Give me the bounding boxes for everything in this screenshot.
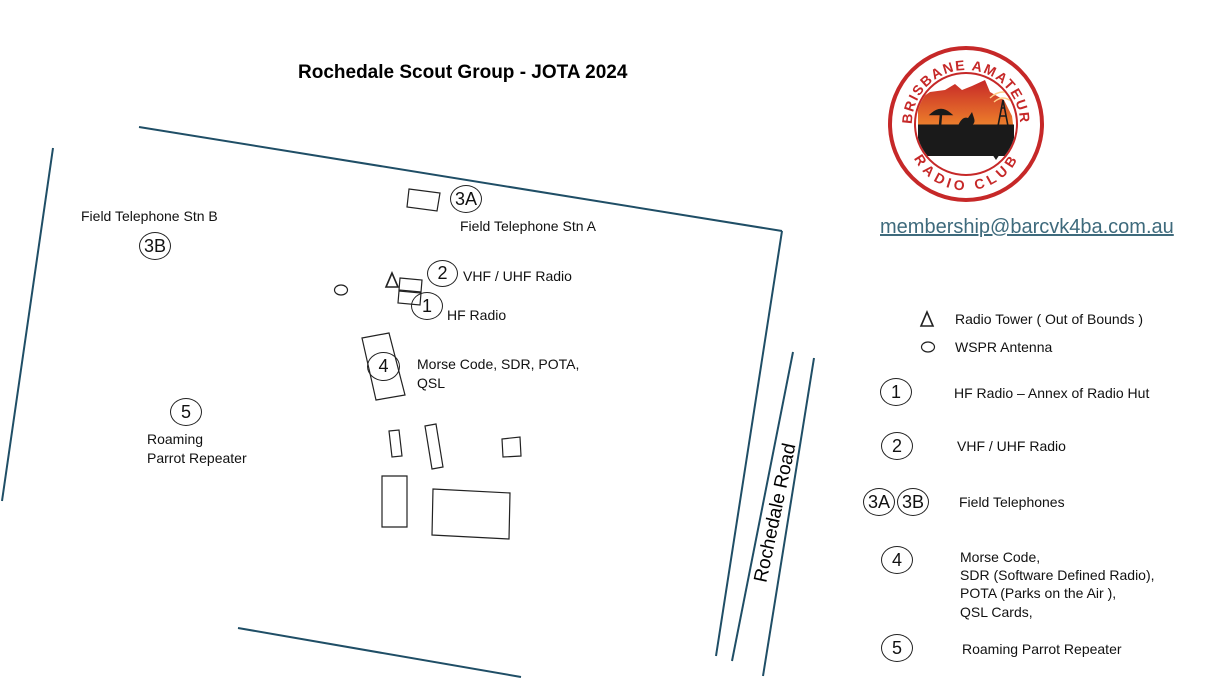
boundary-east (715, 230, 783, 657)
club-logo: BRISBANE AMATEUR RADIO CLUB (888, 46, 1044, 202)
marker-2: 2 (427, 260, 458, 287)
marker-1: 1 (411, 292, 443, 320)
legend-item-4-line3: POTA (Parks on the Air ), (960, 585, 1117, 601)
legend-item-2-label: VHF / UHF Radio (957, 438, 1066, 454)
building-morse (361, 332, 406, 401)
label-vhf-uhf: VHF / UHF Radio (463, 268, 572, 284)
building-hall (431, 488, 511, 540)
legend-item-4-line1: Morse Code, (960, 549, 1041, 565)
legend-tower-label: Radio Tower ( Out of Bounds ) (955, 311, 1144, 327)
label-morse-line1: Morse Code, SDR, POTA, (417, 356, 580, 372)
label-morse-line2: QSL (417, 375, 446, 391)
marker-3a: 3A (450, 185, 482, 213)
legend-item-4-line2: SDR (Software Defined Radio), (960, 567, 1155, 583)
marker-4: 4 (367, 352, 400, 381)
label-roaming-line2: Parrot Repeater (147, 450, 247, 466)
road-edge-inner (731, 351, 794, 662)
label-field-telephone-b: Field Telephone Stn B (81, 208, 218, 224)
wspr-antenna-marker (333, 284, 349, 296)
radio-tower-marker (384, 270, 400, 288)
legend-wspr-symbol (920, 341, 936, 353)
legend-item-1-label: HF Radio – Annex of Radio Hut (954, 385, 1150, 401)
building-vhf (398, 277, 423, 293)
site-boundary (1, 126, 815, 678)
legend-marker-3b: 3B (897, 488, 929, 516)
boundary-north (138, 126, 783, 232)
legend-marker-5: 5 (881, 634, 913, 662)
buildings (333, 188, 522, 540)
legend-tower-symbol (919, 309, 935, 327)
building-small-b (424, 423, 444, 470)
boundary-south (237, 627, 522, 678)
building-small-c (501, 436, 522, 458)
label-hf-radio: HF Radio (447, 307, 507, 323)
legend-item-5-label: Roaming Parrot Repeater (962, 641, 1122, 657)
legend-marker-2: 2 (881, 432, 913, 460)
legend-marker-4: 4 (881, 546, 913, 574)
building-tel-a (406, 188, 441, 212)
page-title: Rochedale Scout Group - JOTA 2024 (298, 62, 628, 83)
legend-item-4-line4: QSL Cards, (960, 604, 1033, 620)
label-roaming-line1: Roaming (147, 431, 204, 447)
building-tall (381, 475, 408, 528)
legend-wspr-label: WSPR Antenna (955, 339, 1053, 355)
legend-marker-1: 1 (880, 378, 912, 406)
legend-marker-3a: 3A (863, 488, 895, 516)
road-edge-outer (762, 357, 815, 677)
marker-3b: 3B (139, 232, 171, 260)
building-small-a (388, 429, 403, 458)
boundary-west (1, 147, 54, 502)
marker-5: 5 (170, 398, 202, 426)
legend-item-3-label: Field Telephones (959, 494, 1065, 510)
membership-email-link[interactable]: membership@barcvk4ba.com.au (880, 216, 1174, 238)
label-field-telephone-a: Field Telephone Stn A (460, 218, 596, 234)
